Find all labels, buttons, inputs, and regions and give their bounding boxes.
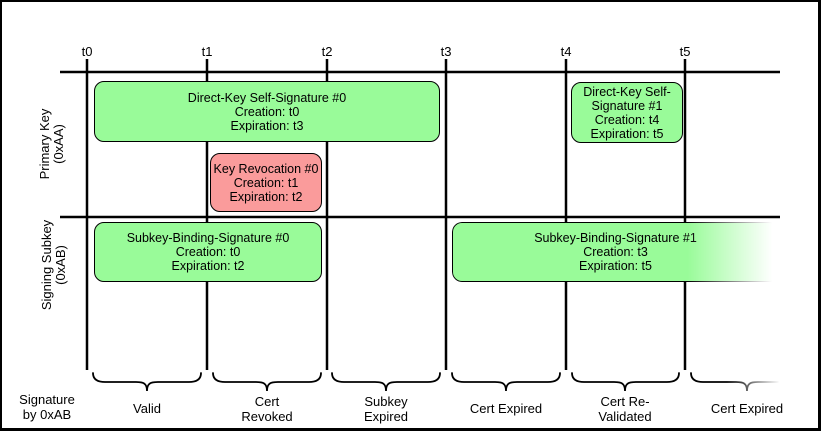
row-label-signing-subkey-id: (0xAB) — [53, 245, 68, 285]
segment-label-cert-expired-1: Cert Expired — [469, 394, 543, 425]
signature-box-title: Direct-Key Self-Signature #0 — [187, 90, 347, 105]
signature-box-expiration: Expiration: t5 — [590, 126, 664, 141]
brace-cert-revoked — [212, 372, 322, 392]
signature-box-direct-key-self-signature-1: Direct-Key Self-Signature #1 Creation: t… — [571, 82, 683, 143]
brace-subkey-expired — [331, 372, 441, 392]
signature-box-expiration: Expiration: t3 — [230, 118, 304, 133]
tick-label-t1: t1 — [201, 44, 213, 59]
signature-box-title: Subkey-Binding-Signature #1 — [534, 231, 697, 245]
segment-label-cert-expired-2: Cert Expired — [710, 394, 784, 425]
signature-box-expiration: Expiration: t5 — [579, 259, 652, 273]
segment-label-subkey-expired: Subkey Expired — [349, 394, 423, 425]
signature-box-title: Subkey-Binding-Signature #0 — [126, 231, 290, 245]
brace-cert-revalidated — [571, 372, 680, 392]
signature-box-creation: Creation: t4 — [594, 112, 660, 127]
segment-label-text: Valid — [133, 401, 161, 417]
signature-box-key-revocation-0: Key Revocation #0 Creation: t1 Expiratio… — [210, 153, 322, 212]
signature-box-creation: Creation: t0 — [234, 104, 300, 119]
segment-label-text: Cert Re-Validated — [598, 394, 652, 424]
tick-label-t3: t3 — [440, 44, 452, 59]
signature-box-expiration: Expiration: t2 — [229, 189, 303, 204]
signature-box-creation: Creation: t1 — [233, 175, 299, 190]
segment-label-text: Cert Expired — [469, 401, 543, 417]
brace-cert-expired-2 — [690, 372, 779, 392]
tick-label-t4: t4 — [560, 44, 572, 59]
row-label-signing-subkey-name: Signing Subkey — [39, 219, 54, 311]
tick-label-t0: t0 — [81, 44, 93, 59]
segment-label-text: Subkey Expired — [363, 394, 409, 424]
segment-label-valid: Valid — [110, 394, 184, 425]
signature-box-title: Key Revocation #0 — [213, 161, 319, 176]
segment-label-cert-revoked: Cert Revoked — [230, 394, 304, 425]
signature-box-title: Direct-Key Self-Signature #1 — [583, 84, 671, 113]
segment-label-text: Cert Expired — [710, 401, 784, 417]
signature-box-subkey-binding-signature-1: Subkey-Binding-Signature #1 Creation: t3… — [452, 222, 779, 282]
signature-box-direct-key-self-signature-0: Direct-Key Self-Signature #0 Creation: t… — [94, 81, 440, 142]
signature-box-creation: Creation: t3 — [583, 245, 648, 259]
brace-cert-expired-1 — [451, 372, 561, 392]
tick-label-t5: t5 — [679, 44, 691, 59]
segment-label-text: Cert Revoked — [241, 394, 293, 424]
signature-box-subkey-binding-signature-0: Subkey-Binding-Signature #0 Creation: t0… — [94, 222, 322, 282]
signature-box-creation: Creation: t0 — [175, 245, 241, 259]
segment-label-cert-revalidated: Cert Re-Validated — [588, 394, 662, 425]
signature-box-expiration: Expiration: t2 — [171, 259, 245, 273]
tick-label-t2: t2 — [321, 44, 333, 59]
bottom-axis-label: Signature by 0xAB — [19, 392, 75, 422]
row-label-signing-subkey: Signing Subkey (0xAB) — [39, 190, 69, 340]
brace-valid — [92, 372, 202, 392]
